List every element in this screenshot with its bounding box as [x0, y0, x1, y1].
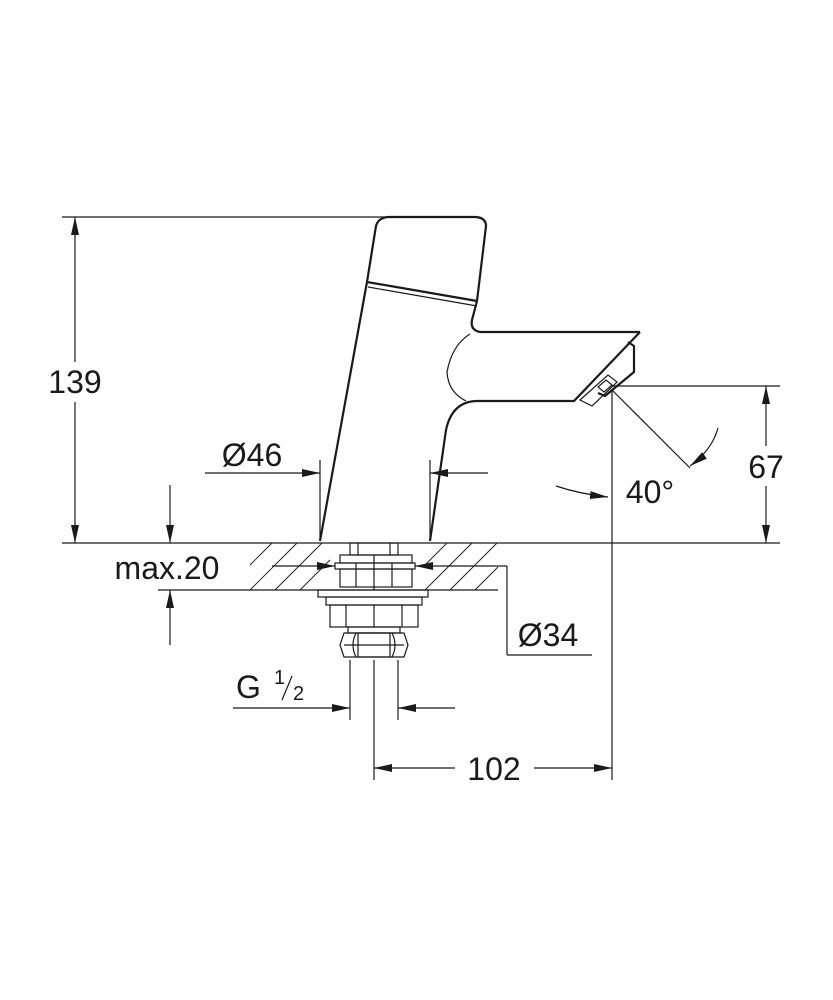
- dim-base-diameter: [205, 460, 488, 540]
- label-angle-40: 40°: [626, 474, 674, 510]
- thread-denominator: 2: [293, 683, 304, 705]
- dim-spray-angle: [555, 389, 719, 500]
- label-diameter-46: Ø46: [222, 437, 282, 473]
- dim-projection: [373, 390, 613, 780]
- thread-prefix: G: [236, 669, 261, 705]
- thread-numerator: 1: [274, 667, 285, 689]
- dim-thread: [233, 660, 455, 720]
- label-height-139: 139: [48, 364, 101, 400]
- label-diameter-34: Ø34: [518, 617, 578, 653]
- aerator: [578, 341, 636, 407]
- label-thread-g-half: G 1 2: [236, 667, 304, 705]
- label-max-20: max.20: [115, 550, 220, 586]
- label-height-67: 67: [748, 449, 784, 485]
- label-projection-102: 102: [467, 751, 520, 787]
- dim-hole-diameter: [272, 562, 592, 656]
- dim-total-height: [62, 216, 478, 543]
- faucet-body: [318, 215, 641, 542]
- mounting-hardware: [317, 542, 429, 658]
